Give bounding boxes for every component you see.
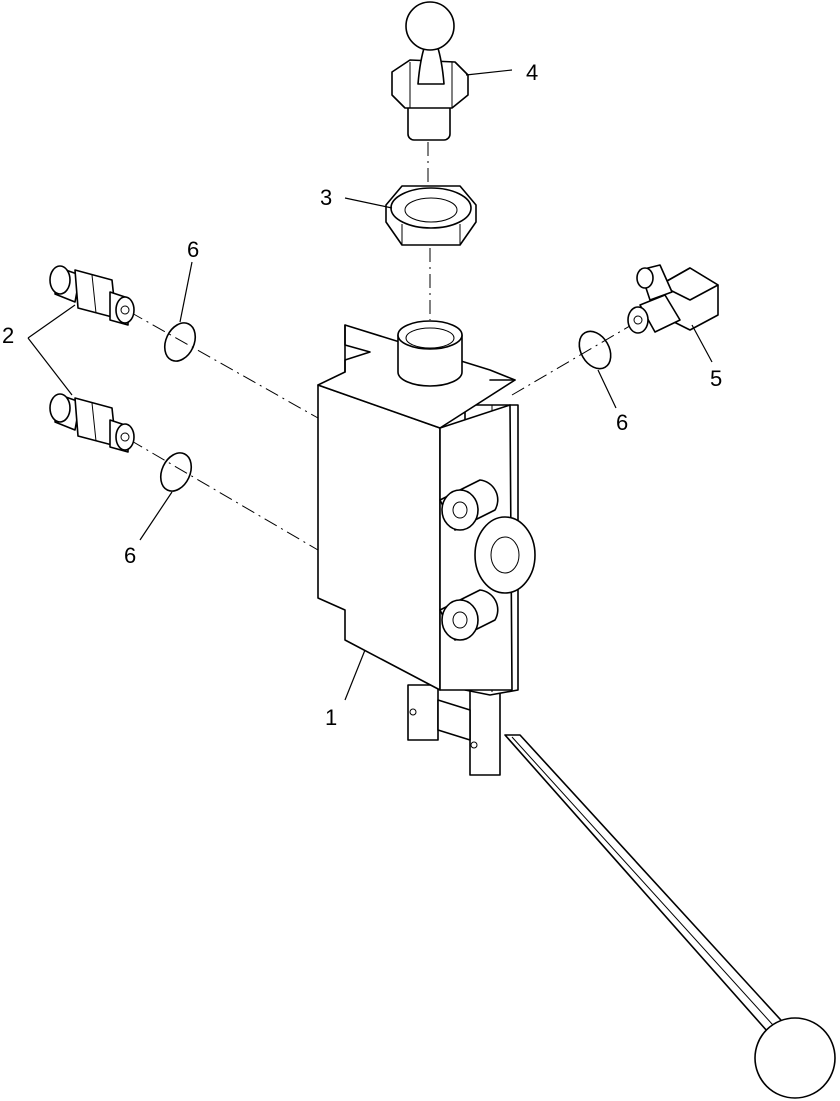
fitting-upper bbox=[49, 265, 135, 326]
callout-5: 5 bbox=[710, 366, 722, 391]
callout-6-upper: 6 bbox=[187, 237, 199, 262]
callout-6-right: 6 bbox=[616, 410, 628, 435]
ball-stud bbox=[391, 1, 469, 141]
valve-body bbox=[317, 320, 536, 776]
hex-nut bbox=[385, 185, 477, 246]
callout-3: 3 bbox=[320, 185, 332, 210]
o-rings bbox=[159, 322, 612, 492]
leader-lines bbox=[27, 69, 713, 701]
fitting-lower bbox=[49, 393, 135, 453]
callout-2: 2 bbox=[2, 323, 14, 348]
callout-4: 4 bbox=[526, 60, 538, 85]
center-lines bbox=[129, 142, 641, 551]
handle-lever bbox=[504, 734, 836, 1099]
callout-labels: 1 2 3 4 5 6 6 6 bbox=[2, 60, 722, 730]
callout-6-lower: 6 bbox=[124, 543, 136, 568]
callout-1: 1 bbox=[325, 705, 337, 730]
elbow-fitting bbox=[627, 264, 719, 334]
